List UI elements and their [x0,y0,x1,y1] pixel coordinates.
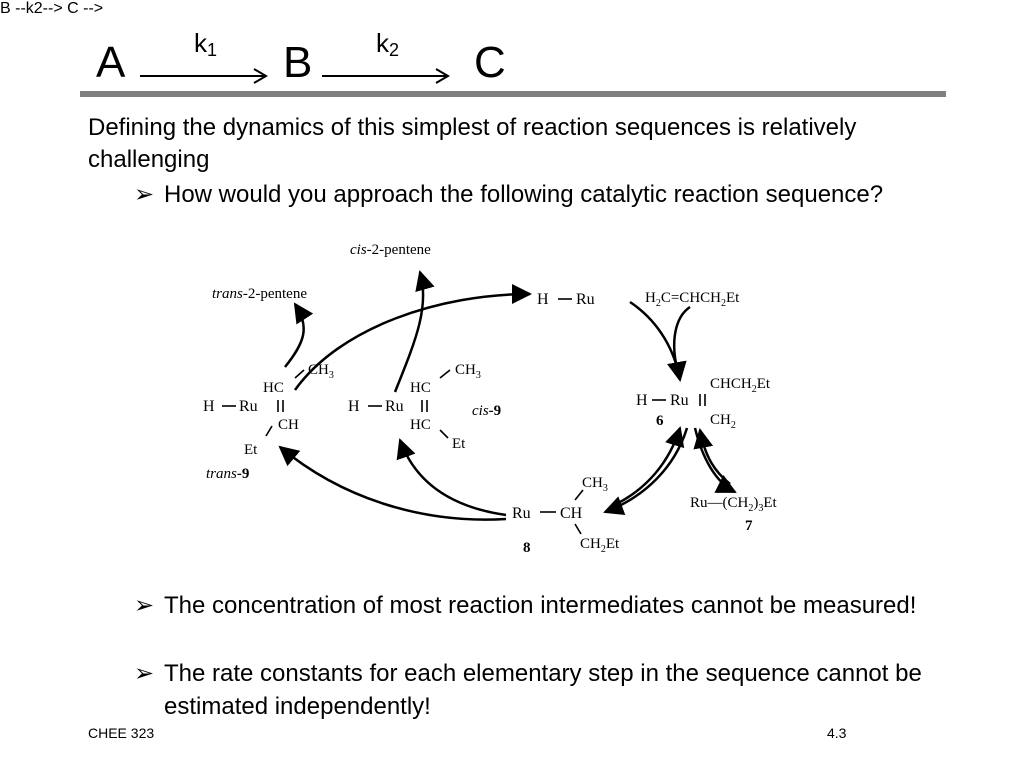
c8-ch2et: CH2Et [580,536,620,555]
alkene-label: H2C=CHCH2Et [645,290,740,309]
arrow-8-to-cis9 [396,438,507,517]
c8-ch3: CH3 [582,475,608,494]
trans9-h: H [203,398,215,415]
species-b: B [283,38,313,87]
cis9-et: Et [452,436,466,452]
cis9-ru: Ru [385,398,404,415]
c8-ru: Ru [512,505,531,522]
c7-formula: Ru—(CH2)3Et [690,495,778,514]
trans9-ch3: CH3 [308,362,334,381]
c6-bot: CH2 [710,412,736,431]
bullet-arrow-icon: ➢ [134,592,155,619]
hru-ru: Ru [576,291,595,308]
footer-page-number: 4.3 [827,725,847,741]
trans9-ch: CH [278,417,299,433]
c6-top: CHCH2Et [710,376,771,395]
cis9-hc-bot: HC [410,417,431,433]
cis9-h: H [348,398,360,415]
bullet-text: The concentration of most reaction inter… [164,592,917,619]
trans9-label: trans-9 [206,466,249,482]
bullet-arrow-icon: ➢ [134,660,155,687]
c6-number: 6 [656,413,664,429]
intro-paragraph: Defining the dynamics of this simplest o… [88,114,857,173]
cis9-hc-top: HC [410,380,431,396]
trans-pentene-label: trans-2-pentene [212,286,307,302]
cis-pentene-label: cis-2-pentene [350,242,431,258]
bullet-item: ➢ The rate constants for each elementary… [134,657,954,723]
cis9-ch3: CH3 [455,362,481,381]
rate-constant-k1: k1 [194,28,218,60]
footer-course: CHEE 323 [88,725,155,741]
bullet-item: ➢ The concentration of most reaction int… [134,589,954,622]
species-a: A [96,38,126,87]
arrow-to-hru [293,284,532,391]
bullet-text: How would you approach the following cat… [164,181,884,208]
arrow-8-to-trans9 [278,445,507,521]
c7-number: 7 [745,518,753,534]
arrow-hru-to-6 [629,300,687,382]
bullet-arrow-icon: ➢ [134,181,155,208]
reaction-title: A k1 B k2 C [96,28,536,94]
bullet-text: The rate constants for each elementary s… [164,660,922,720]
rate-constant-k2: k2 [376,28,400,60]
title-rule [80,91,946,97]
reaction-arrow-1 [140,68,268,84]
arrow-7-to-6 [693,428,731,485]
trans9-et: Et [244,442,258,458]
c6-ru: Ru [670,392,689,409]
reaction-arrow-2 [322,68,450,84]
species-c: C [474,38,506,87]
cis9-label: cis-9 [472,403,501,419]
arrow-to-cis-pentene [393,270,435,393]
trans9-ru: Ru [239,398,258,415]
catalytic-cycle-scheme: cis-2-pentene trans-2-pentene H Ru H2C=C… [203,242,778,556]
arrow-alkene-in [672,305,691,373]
arrow-to-trans-pentene [284,302,314,368]
hru-h: H [537,291,549,308]
arrow-8-to-6 [609,426,685,509]
c8-ch: CH [560,505,583,522]
c8-number: 8 [523,540,531,556]
bullet-item: ➢ How would you approach the following c… [134,178,954,236]
trans9-hc: HC [263,380,284,396]
c6-h: H [636,392,648,409]
